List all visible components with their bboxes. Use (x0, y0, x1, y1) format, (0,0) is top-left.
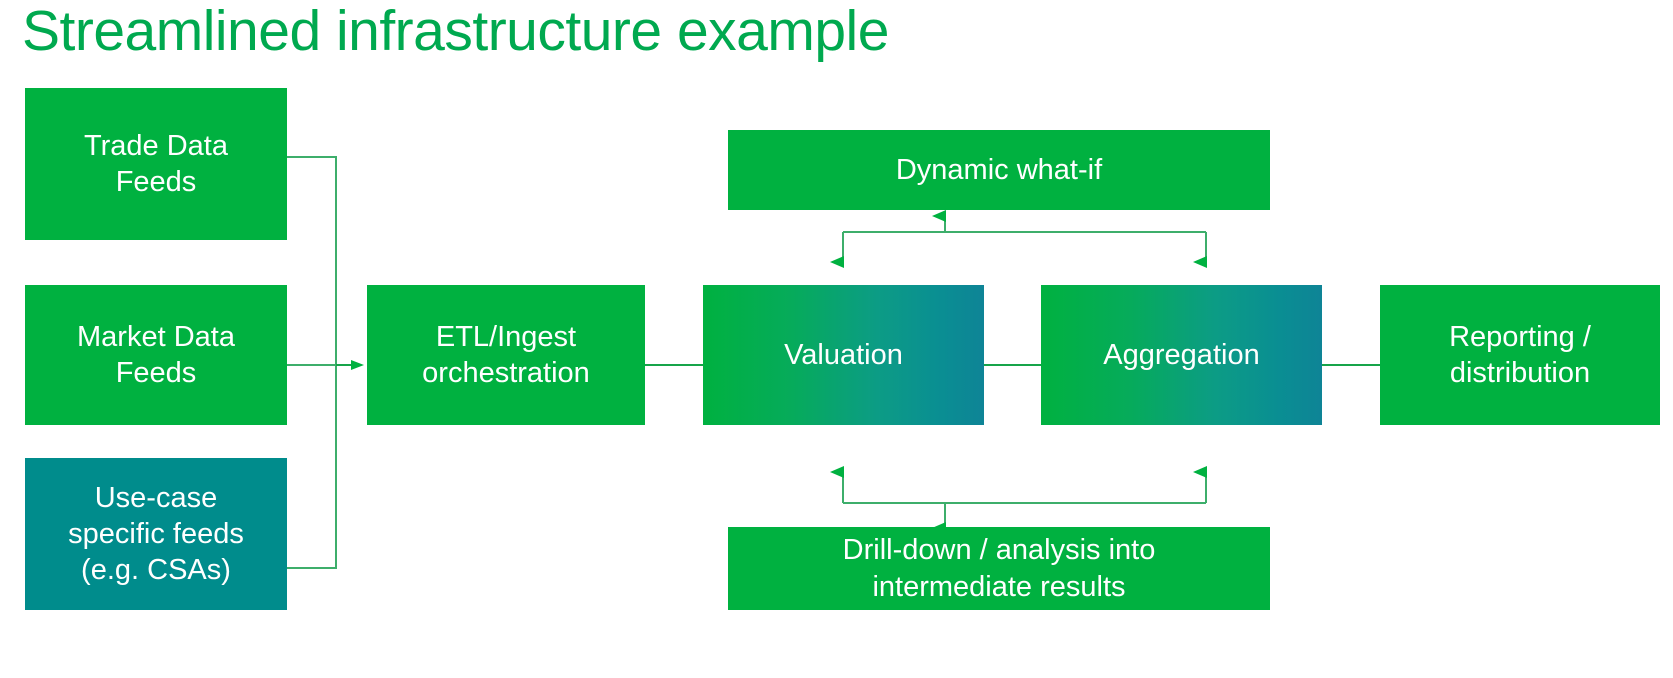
node-trade-data-feeds-label: Trade Data Feeds (84, 129, 228, 198)
node-drill-down-label: Drill-down / analysis into intermediate … (842, 534, 1156, 603)
node-reporting-distribution[interactable]: Reporting / distribution (1380, 285, 1660, 425)
node-reporting-distribution-label: Reporting / distribution (1449, 320, 1591, 389)
node-market-data-feeds-label: Market Data Feeds (77, 320, 235, 389)
node-market-data-feeds[interactable]: Market Data Feeds (25, 285, 287, 425)
node-etl-orchestration-label: ETL/Ingest orchestration (422, 320, 590, 389)
node-aggregation[interactable]: Aggregation (1041, 285, 1322, 425)
edge-feeds-bus (287, 156, 337, 569)
node-use-case-feeds[interactable]: Use-case specific feeds (e.g. CSAs) (25, 458, 287, 610)
node-dynamic-what-if[interactable]: Dynamic what-if (728, 130, 1270, 210)
node-trade-data-feeds[interactable]: Trade Data Feeds (25, 88, 287, 240)
node-use-case-feeds-label: Use-case specific feeds (e.g. CSAs) (68, 481, 244, 587)
node-valuation-label: Valuation (784, 338, 903, 371)
node-aggregation-label: Aggregation (1103, 338, 1260, 371)
node-dynamic-what-if-label: Dynamic what-if (895, 153, 1103, 186)
node-etl-orchestration[interactable]: ETL/Ingest orchestration (367, 285, 645, 425)
page-title: Streamlined infrastructure example (22, 0, 889, 63)
node-drill-down[interactable]: Drill-down / analysis into intermediate … (728, 527, 1270, 610)
node-valuation[interactable]: Valuation (703, 285, 984, 425)
